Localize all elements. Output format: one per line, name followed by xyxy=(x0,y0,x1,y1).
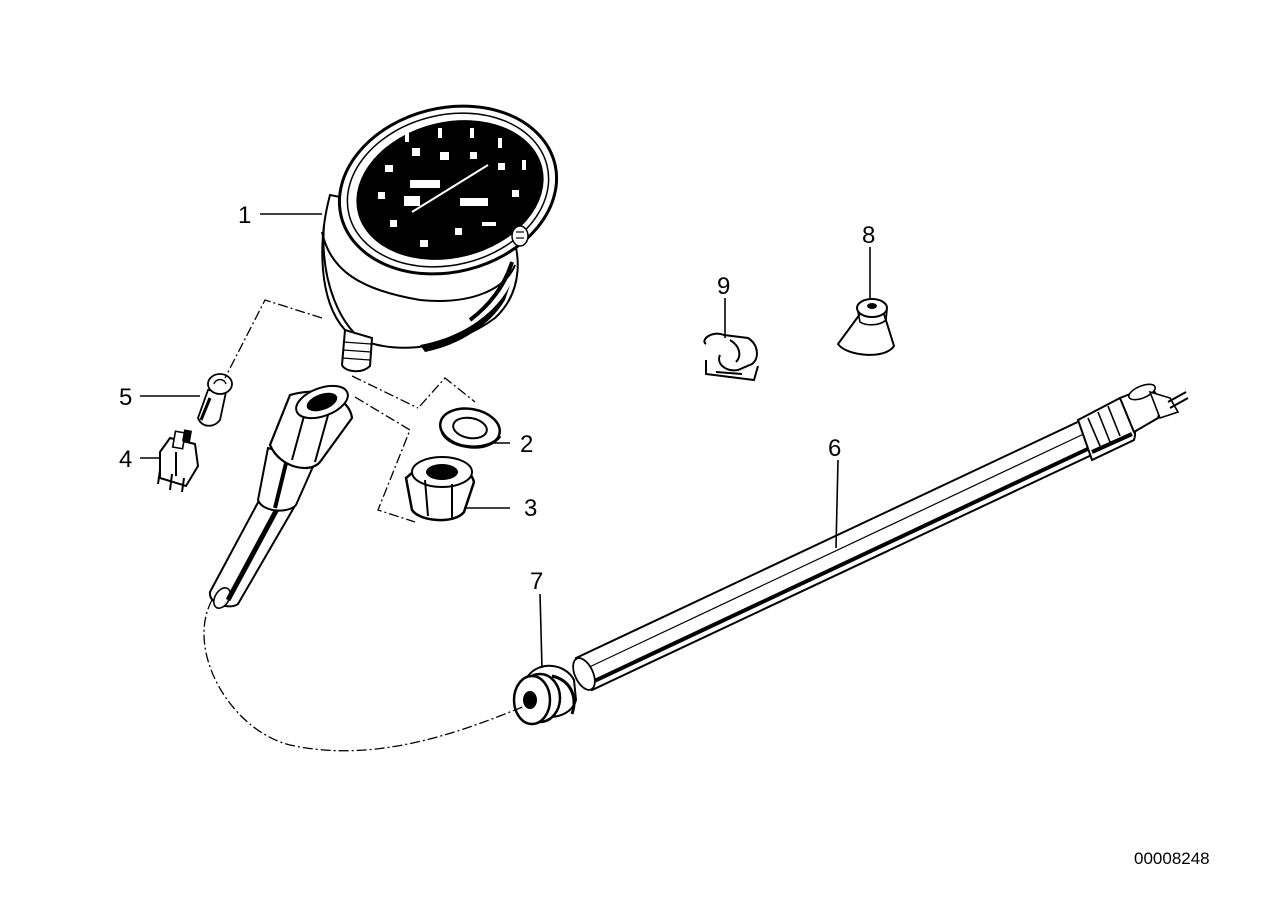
grommet-part[interactable] xyxy=(512,664,578,726)
callout-2: 2 xyxy=(520,431,533,458)
bulb-socket-part[interactable] xyxy=(157,429,200,493)
washer-part[interactable] xyxy=(437,404,503,452)
callout-5: 5 xyxy=(119,384,132,411)
speedometer-part[interactable] xyxy=(321,84,574,373)
clip-part[interactable] xyxy=(703,332,759,382)
cable-end-fitting[interactable] xyxy=(208,380,354,611)
callout-6: 6 xyxy=(828,435,841,462)
callout-labels: 1 5 4 2 3 6 7 8 9 00008248 xyxy=(119,202,1210,868)
callout-9: 9 xyxy=(717,273,730,300)
leader-lines xyxy=(140,213,871,669)
callout-8: 8 xyxy=(862,222,875,249)
diagram-reference-number: 00008248 xyxy=(1134,849,1210,868)
callout-3: 3 xyxy=(524,495,537,522)
callout-4: 4 xyxy=(119,446,132,473)
bulb-part[interactable] xyxy=(197,373,233,427)
callout-7: 7 xyxy=(530,568,543,595)
hex-nut-part[interactable] xyxy=(404,456,476,522)
rubber-cap-part[interactable] xyxy=(836,298,896,356)
assembly-guide-lines xyxy=(203,299,526,752)
callout-1: 1 xyxy=(238,202,251,229)
speedometer-cable-part[interactable] xyxy=(569,381,1189,693)
